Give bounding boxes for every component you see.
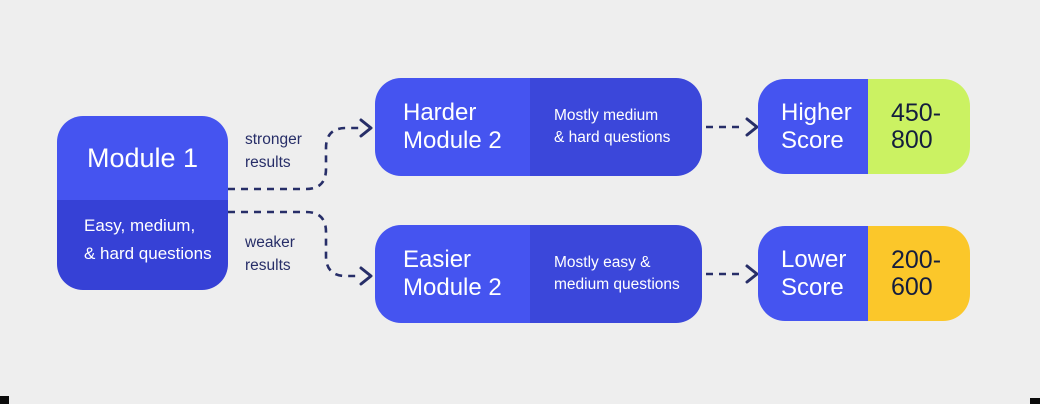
module1-description: Easy, medium, & hard questions bbox=[57, 200, 228, 290]
easier-to-lower-arrow bbox=[706, 264, 759, 284]
easier-module2-card: Easier Module 2 Mostly easy & medium que… bbox=[375, 225, 702, 323]
higher-score-title: Higher Score bbox=[758, 79, 868, 174]
weaker-results-label: weaker results bbox=[245, 234, 295, 274]
stronger-results-label: stronger results bbox=[245, 131, 302, 171]
lower-score-title: Lower Score bbox=[758, 226, 868, 321]
harder-module2-title: Harder Module 2 bbox=[375, 78, 530, 176]
higher-score-range: 450- 800 bbox=[868, 79, 970, 174]
lower-score-range: 200- 600 bbox=[868, 226, 970, 321]
higher-score-card: Higher Score 450- 800 bbox=[758, 79, 970, 174]
lower-score-card: Lower Score 200- 600 bbox=[758, 226, 970, 321]
module1-title: Module 1 bbox=[57, 116, 228, 200]
easier-module2-title: Easier Module 2 bbox=[375, 225, 530, 323]
harder-module2-card: Harder Module 2 Mostly medium & hard que… bbox=[375, 78, 702, 176]
corner-marker-right bbox=[1030, 398, 1040, 404]
easier-module2-description: Mostly easy & medium questions bbox=[530, 225, 702, 323]
harder-module2-description: Mostly medium & hard questions bbox=[530, 78, 702, 176]
module1-card: Module 1 Easy, medium, & hard questions bbox=[57, 116, 228, 290]
corner-marker-left bbox=[0, 396, 9, 404]
harder-to-higher-arrow bbox=[706, 117, 759, 137]
